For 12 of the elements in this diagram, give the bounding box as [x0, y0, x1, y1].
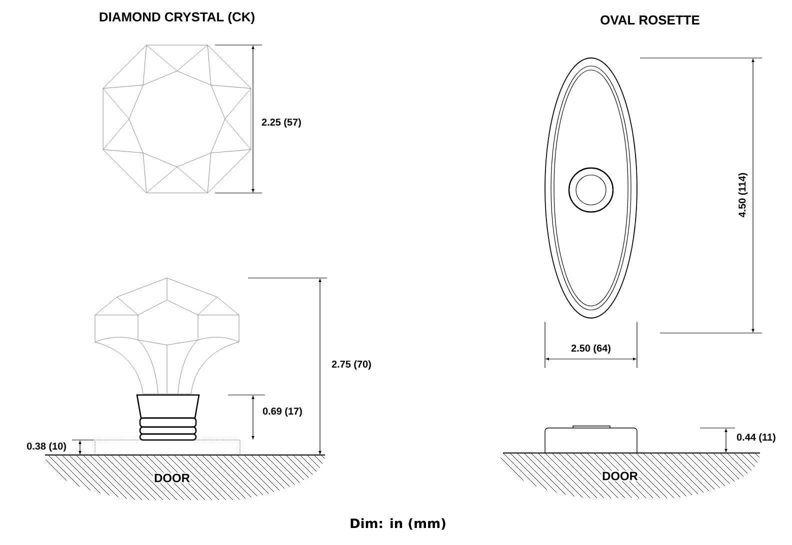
heading: OVAL ROSETTE [600, 15, 700, 25]
door-label: DOOR [601, 470, 639, 482]
dimension-label: 2.50 (64) [571, 344, 610, 354]
dimension-label: 0.69 (17) [262, 407, 302, 417]
dimension-label: 2.25 (57) [262, 118, 301, 128]
dimension-label: 2.75 (70) [332, 360, 371, 370]
dimension-label: 0.38 (10) [27, 442, 66, 452]
dimension-label: 4.50 (114) [738, 173, 748, 218]
dimension-label: 0.44 (11) [736, 433, 776, 443]
caption: Dim: in (mm) [350, 518, 446, 530]
door-label: DOOR [153, 472, 191, 484]
heading: DIAMOND CRYSTAL (CK) [100, 12, 254, 24]
